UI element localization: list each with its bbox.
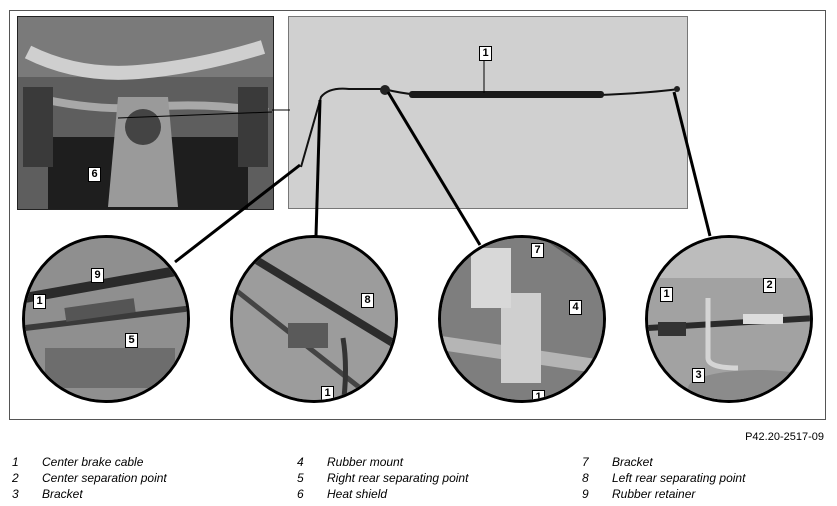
callout-center-brake-cable: 1 (321, 386, 334, 400)
cable-panel: 1 (288, 16, 688, 209)
callout-center-separation-point: 2 (763, 278, 776, 293)
callout-rubber-retainer: 9 (91, 268, 104, 283)
callout-right-rear-separating-point: 5 (125, 333, 138, 348)
callout-center-brake-cable: 1 (33, 294, 46, 309)
detail-circle-center-separation: 1 2 3 (645, 235, 813, 403)
callout-bracket: 7 (531, 243, 544, 258)
figure-code: P42.20-2517-09 (745, 431, 824, 443)
detail-circle-left-rear: 8 1 (230, 235, 398, 403)
detail-circle-rubber-mount: 7 4 1 (438, 235, 606, 403)
callout-rubber-mount: 4 (569, 300, 582, 315)
detail-circle-right-rear: 9 1 5 (22, 235, 190, 403)
callout-left-rear-separating-point: 8 (361, 293, 374, 308)
overview-photo: 6 (17, 16, 274, 210)
callout-center-brake-cable: 1 (479, 46, 492, 61)
callout-bracket: 3 (692, 368, 705, 383)
callout-center-brake-cable: 1 (660, 287, 673, 302)
callout-center-brake-cable: 1 (532, 390, 545, 400)
callout-heat-shield: 6 (88, 167, 101, 182)
